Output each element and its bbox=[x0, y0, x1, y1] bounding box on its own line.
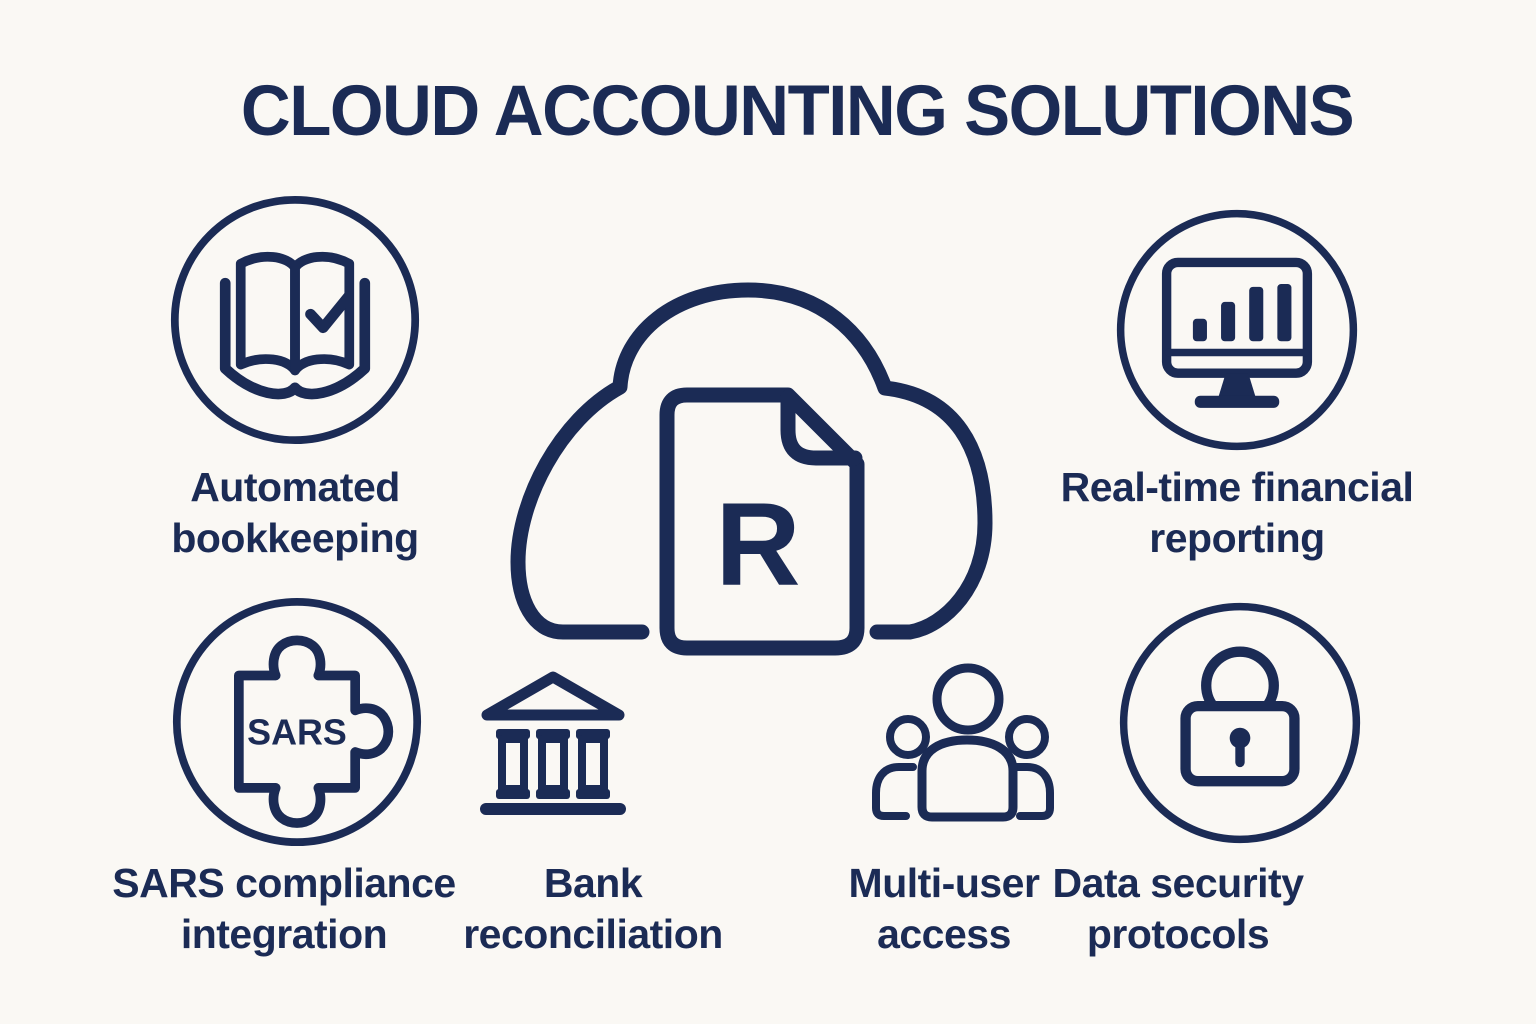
book-check-icon bbox=[169, 194, 421, 446]
feature-label-sars-compliance: SARS compliance integration bbox=[112, 860, 456, 957]
rand-letter: R bbox=[715, 479, 800, 611]
monitor-bar-chart-icon bbox=[1115, 208, 1359, 452]
padlock-icon bbox=[1118, 601, 1362, 845]
feature-label-realtime-reporting: Real-time financial reporting bbox=[1060, 464, 1414, 561]
feature-label-automated-bookkeeping: Automated bookkeeping bbox=[171, 464, 419, 561]
feature-label-multi-user-access: Multi-user access bbox=[848, 860, 1040, 957]
bank-building-icon bbox=[473, 665, 633, 815]
cloud-document-icon: R bbox=[505, 278, 995, 658]
feature-label-bank-reconciliation: Bank reconciliation bbox=[463, 860, 723, 957]
puzzle-piece-icon: SARS bbox=[171, 596, 423, 848]
page-title: CLOUD ACCOUNTING SOLUTIONS bbox=[240, 70, 1355, 151]
feature-label-data-security: Data security protocols bbox=[1052, 860, 1304, 957]
users-icon bbox=[868, 663, 1058, 823]
sars-text: SARS bbox=[247, 712, 347, 752]
